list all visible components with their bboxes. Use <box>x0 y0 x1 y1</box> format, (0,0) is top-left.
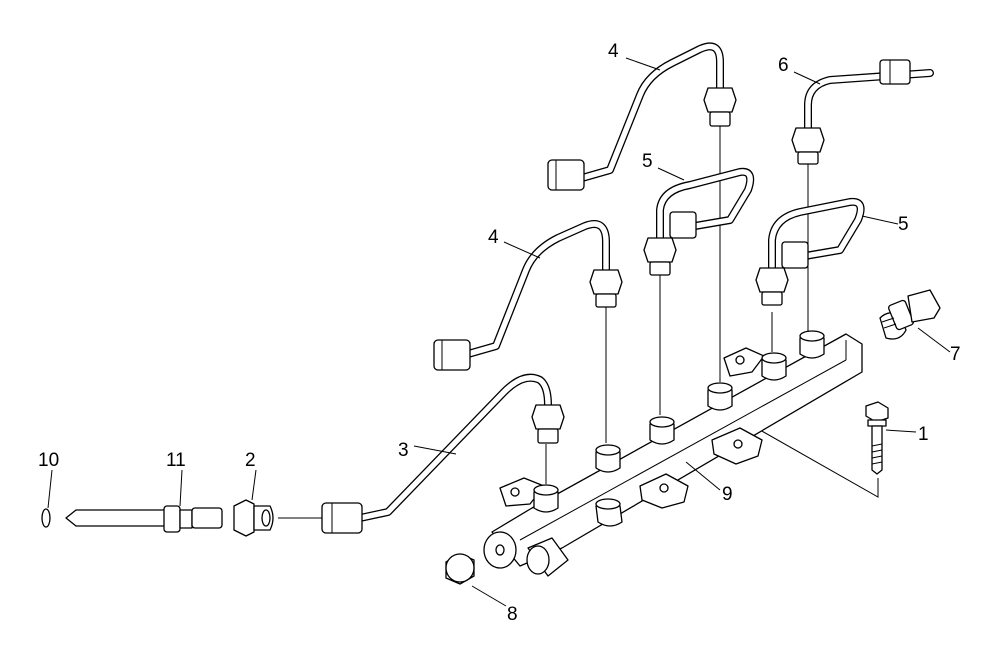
mounting-bolt <box>865 401 889 475</box>
drain-plug <box>445 553 475 585</box>
callout-9: 9 <box>722 484 733 505</box>
callout-6: 6 <box>778 55 789 76</box>
spacer-blocks <box>595 427 763 527</box>
callout-4-lower: 4 <box>488 227 499 248</box>
o-ring <box>41 508 51 528</box>
callout-5-upper: 5 <box>642 151 653 172</box>
callout-labels: 1 2 3 4 4 5 5 6 7 8 9 10 11 <box>38 41 961 625</box>
pressure-sensor <box>879 289 941 340</box>
connector-pipe <box>65 505 223 533</box>
callout-leaders <box>47 57 951 607</box>
pipe-fittings <box>321 59 911 534</box>
assembly-lines <box>278 125 879 519</box>
callout-7: 7 <box>950 344 961 365</box>
callout-11: 11 <box>166 450 186 471</box>
callout-1: 1 <box>918 424 929 445</box>
callout-10: 10 <box>38 450 59 471</box>
callout-4-upper: 4 <box>608 41 619 62</box>
callout-3: 3 <box>398 440 409 461</box>
fuel-pipes <box>356 42 934 522</box>
fuel-rail <box>483 330 863 577</box>
callout-5-right: 5 <box>898 214 909 235</box>
callout-8: 8 <box>507 604 518 625</box>
callout-2: 2 <box>245 450 256 471</box>
union-nut <box>233 499 274 537</box>
